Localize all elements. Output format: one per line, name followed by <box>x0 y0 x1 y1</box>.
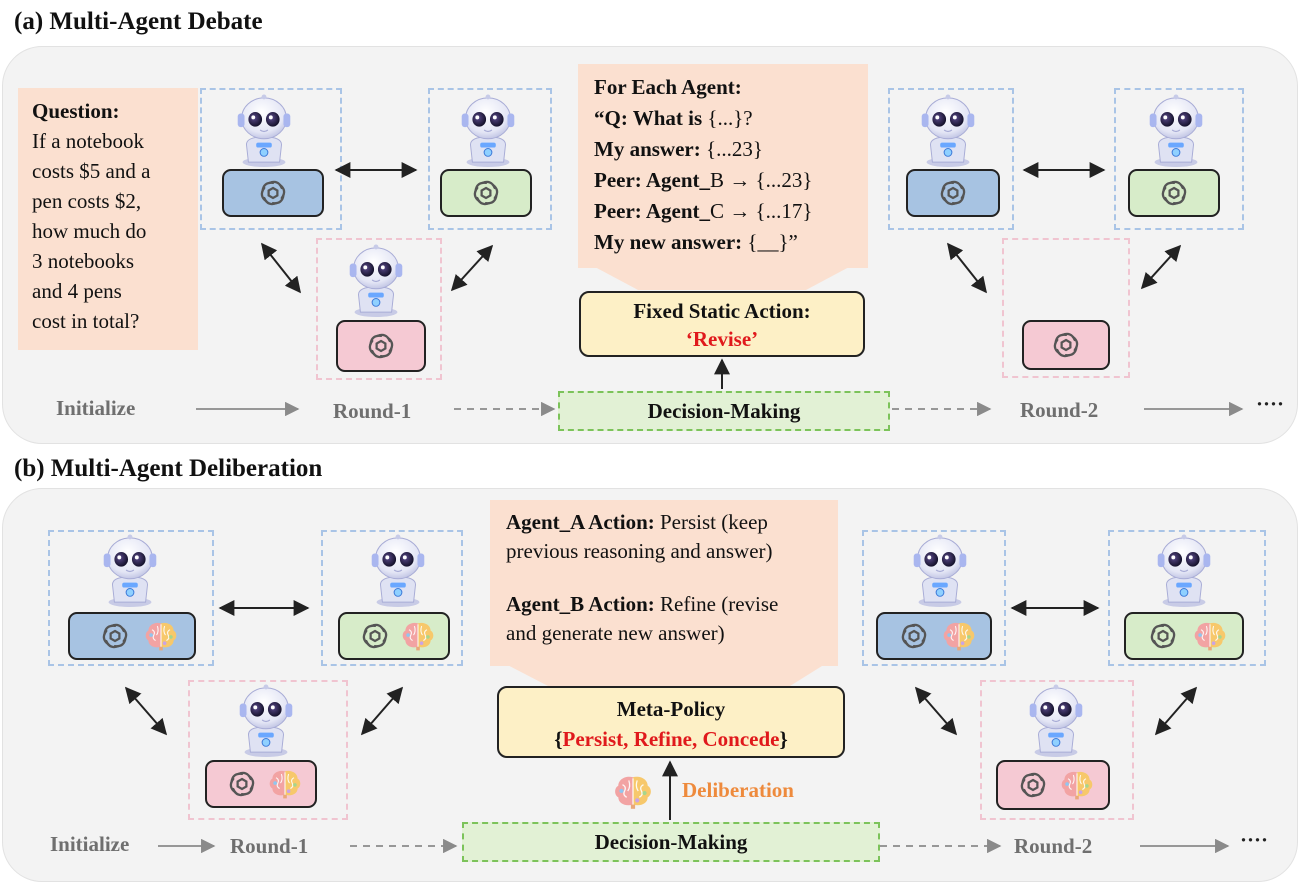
question-line: costs $5 and a <box>32 159 151 183</box>
agent-a-action-text: Persist (keep <box>654 510 768 534</box>
prompt-heading: For Each Agent: <box>594 75 742 99</box>
flow-initialize-a: Initialize <box>56 396 136 420</box>
delib-round2-agent-b-box <box>1108 530 1266 666</box>
delib-agent-c-box <box>188 680 348 820</box>
flow-more-b: ···· <box>1240 828 1269 852</box>
arrow-r2-a-to-c <box>947 242 987 294</box>
delib-agent-b-chip <box>338 612 450 660</box>
prompt-question-label: “Q: What is <box>594 106 708 130</box>
flow-round2-b: Round-2 <box>1014 834 1093 858</box>
agent-a-action-note: Agent_A Action: Persist (keep previous r… <box>490 500 838 582</box>
agent-b-action-note: Agent_B Action: Refine (revise and gener… <box>490 582 838 666</box>
agent-b-box <box>428 88 552 230</box>
question-line: 3 notebooks <box>32 249 135 273</box>
panel-a-title: (a) Multi-Agent Debate <box>14 8 263 35</box>
prompt-callout-tail <box>578 258 866 290</box>
round2-agent-a-box <box>888 88 1014 230</box>
prompt-new-answer-value: {__}” <box>747 230 798 254</box>
prompt-callout: For Each Agent: “Q: What is {...}? My an… <box>578 64 868 268</box>
deliberation-label: Deliberation <box>682 778 794 802</box>
agent-b-model-chip <box>440 169 532 217</box>
arrow-delib-r2-b-to-c <box>1154 686 1198 736</box>
prompt-answer-value: {...23} <box>705 137 763 161</box>
arrow-r2-b-to-c <box>1140 244 1182 290</box>
meta-policy-open-brace: { <box>554 727 563 751</box>
delib-round2-agent-c-chip <box>996 760 1110 810</box>
decision-making-b: Decision-Making <box>462 822 880 862</box>
agent-b-action-label: Agent_B Action: <box>506 592 655 616</box>
delib-round2-agent-a-chip <box>876 612 992 660</box>
arrow-delib-r2-a-to-c <box>914 686 958 736</box>
flow-round2-a: Round-2 <box>1020 398 1099 422</box>
agent-a-action-label: Agent_A Action: <box>506 510 655 534</box>
flow-round1-b: Round-1 <box>230 834 309 858</box>
meta-policy-close-brace: } <box>779 727 788 751</box>
round2-agent-b-box <box>1114 88 1244 230</box>
agent-a-action-text-2: previous reasoning and answer) <box>506 539 773 563</box>
delib-round2-agent-b-chip <box>1124 612 1244 660</box>
flow-more-a: ···· <box>1256 392 1285 416</box>
delib-agent-c-chip <box>205 760 317 808</box>
arrow-a-to-c <box>261 242 301 294</box>
delib-agent-a-box <box>48 530 214 666</box>
meta-policy-title: Meta-Policy <box>616 697 726 721</box>
question-line: cost in total? <box>32 309 140 333</box>
agent-c-model-chip <box>336 320 426 372</box>
fixed-action-box: Fixed Static Action: ‘Revise’ <box>579 291 865 357</box>
fixed-action-value: ‘Revise’ <box>685 327 759 351</box>
agent-c-box <box>316 238 442 380</box>
prompt-new-answer-label: My new answer: <box>594 230 748 254</box>
prompt-peer-b-label: Peer: Agent_ <box>594 168 711 192</box>
agent-b-action-text-2: and generate new answer) <box>506 621 725 645</box>
round2-agent-b-chip <box>1128 169 1220 217</box>
arrow-delib-b-to-c <box>360 686 404 736</box>
meta-policy-box: Meta-Policy {Persist, Refine, Concede} <box>497 686 845 758</box>
delib-agent-a-chip <box>68 612 196 660</box>
question-line: If a notebook <box>32 129 144 153</box>
question-line: how much do <box>32 219 147 243</box>
agent-a-box <box>200 88 342 230</box>
round2-agent-a-chip <box>906 169 1000 217</box>
action-callout-tail <box>490 656 838 686</box>
panel-b-title: (b) Multi-Agent Deliberation <box>14 455 323 482</box>
flow-initialize-b: Initialize <box>50 832 130 856</box>
meta-policy-actions: Persist, Refine, Concede <box>562 727 780 751</box>
prompt-peer-b-value: B → {...23} <box>710 168 813 192</box>
delib-agent-b-box <box>321 530 463 666</box>
delib-round2-agent-a-box <box>862 530 1006 666</box>
arrow-b-to-c <box>450 244 494 292</box>
agent-b-action-text: Refine (revise <box>654 592 779 616</box>
question-heading: Question: <box>32 99 120 123</box>
arrow-delib-a-to-c <box>124 686 168 736</box>
prompt-answer-label: My answer: <box>594 137 706 161</box>
question-note: Question: If a notebook costs $5 and a p… <box>18 88 198 350</box>
question-line: pen costs $2, <box>32 189 142 213</box>
delib-round2-agent-c-box <box>980 680 1134 820</box>
prompt-question-value: {...}? <box>707 106 753 130</box>
round2-agent-c-chip <box>1022 320 1110 370</box>
round2-agent-c-box <box>1002 238 1130 378</box>
flow-round1-a: Round-1 <box>333 399 412 423</box>
decision-making-a: Decision-Making <box>558 391 890 431</box>
fixed-action-title: Fixed Static Action: <box>633 299 811 323</box>
question-line: and 4 pens <box>32 279 122 303</box>
agent-a-model-chip <box>222 169 324 217</box>
prompt-peer-c-value: C → {...17} <box>710 199 813 223</box>
prompt-peer-c-label: Peer: Agent_ <box>594 199 711 223</box>
